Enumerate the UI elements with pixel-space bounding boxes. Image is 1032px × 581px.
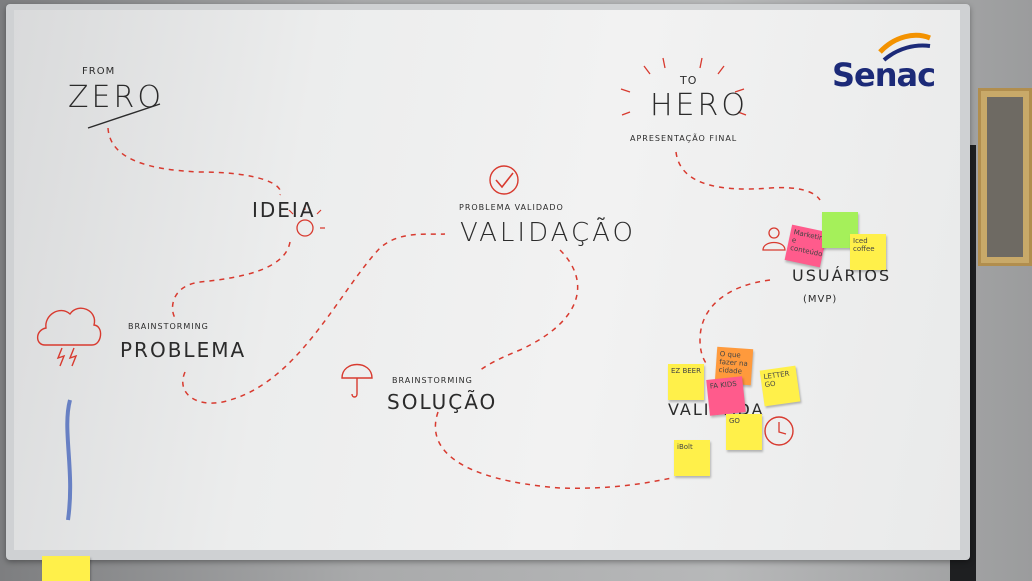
solucao-brainstorming: BRAINSTORMING <box>392 376 473 385</box>
sticky-note: Marketing e conteúdo <box>784 224 828 268</box>
sticky-note: FA KIDS <box>706 376 746 416</box>
validacao-label: VALIDAÇÃO <box>460 218 636 248</box>
from-label: FROM <box>82 66 116 77</box>
sticky-note: GO <box>726 414 762 450</box>
sticky-note: EZ BEER <box>668 364 704 400</box>
hero-subtitle: APRESENTAÇÃO FINAL <box>630 134 738 143</box>
sticky-note: Iced coffee <box>850 234 886 270</box>
problema-brainstorming: BRAINSTORMING <box>128 322 209 331</box>
ideia-label: IDEIA <box>252 198 316 222</box>
zero-title: ZERO <box>68 80 164 115</box>
senac-logo: Senac <box>832 56 936 94</box>
sticky-note: iBolt <box>674 440 710 476</box>
sticky-note: LETTER GO <box>759 365 801 407</box>
whiteboard <box>14 10 960 550</box>
usuarios-label: USUÁRIOS <box>792 266 892 285</box>
hero-title: HERO <box>650 88 748 123</box>
solucao-label: SOLUÇÃO <box>387 390 498 414</box>
mvp-label: (MVP) <box>803 294 838 305</box>
wall-picture-frame <box>978 88 1032 266</box>
sticky-note <box>42 556 90 581</box>
problema-validado-label: PROBLEMA VALIDADO <box>459 203 564 212</box>
problema-label: PROBLEMA <box>120 338 247 362</box>
to-label: TO <box>680 74 698 87</box>
